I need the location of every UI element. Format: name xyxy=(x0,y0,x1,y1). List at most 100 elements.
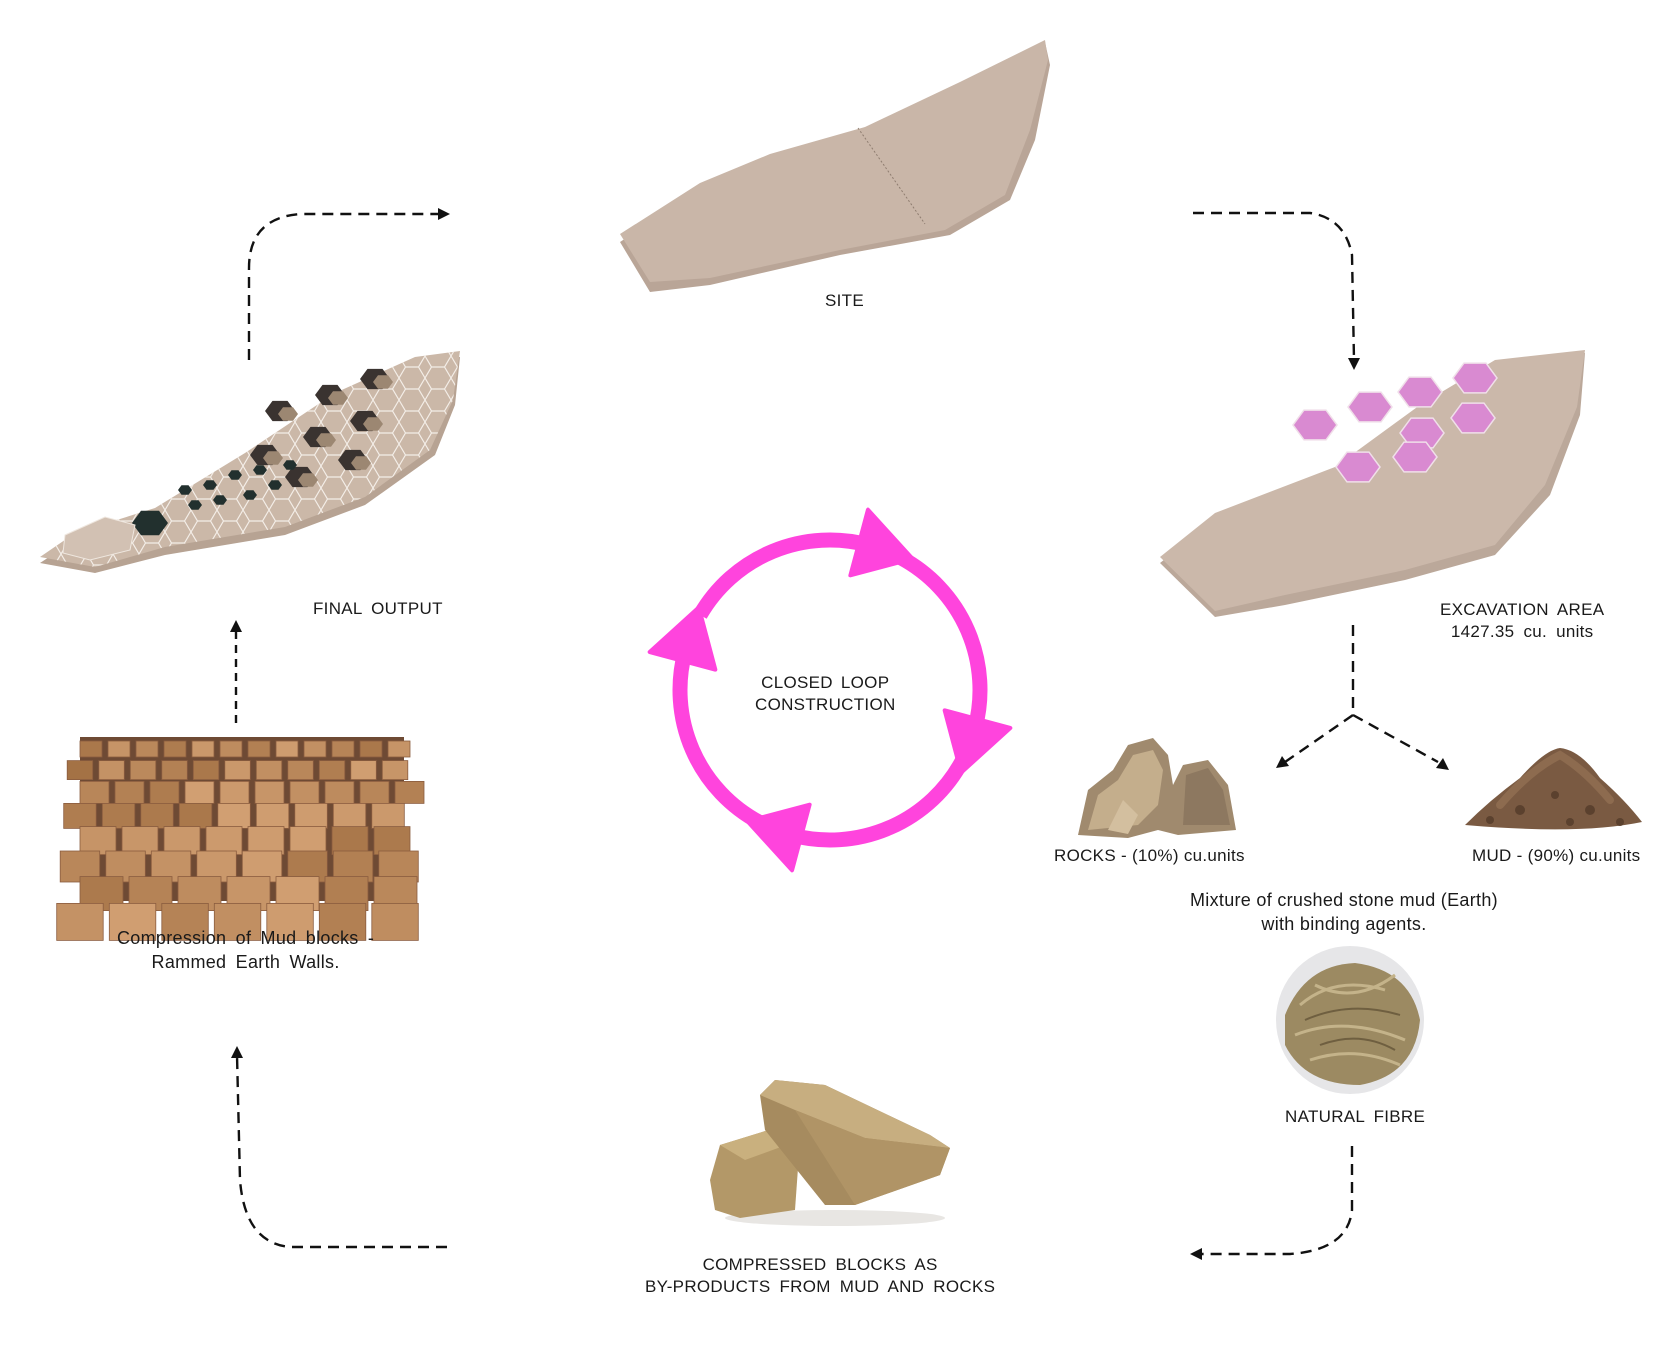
mud-block xyxy=(387,740,411,758)
mud-block xyxy=(108,902,157,941)
mud-block xyxy=(161,760,188,781)
module-block xyxy=(278,407,298,421)
dark-hex-panel xyxy=(188,500,202,510)
mud-block xyxy=(178,803,213,829)
dark-hex-panel xyxy=(283,460,297,470)
closed-loop-line1: CLOSED LOOP xyxy=(761,673,890,692)
mud-block xyxy=(213,902,262,941)
excavation-pit xyxy=(1452,362,1498,394)
mud-block xyxy=(247,740,271,758)
mud-block xyxy=(184,781,215,804)
mud-block xyxy=(192,760,220,781)
mud-block xyxy=(163,826,201,855)
mud-block xyxy=(191,740,215,758)
dark-hex-panel xyxy=(243,490,257,500)
final-output-label: FINAL OUTPUT xyxy=(313,599,443,618)
excavation-pit xyxy=(1450,402,1496,434)
mud-block xyxy=(101,803,136,829)
mud-block xyxy=(332,803,367,829)
mud-block xyxy=(350,760,377,781)
excavation-label: EXCAVATION AREA 1427.35 cu. units xyxy=(1440,599,1604,643)
mud-block xyxy=(163,740,187,758)
mud-block xyxy=(79,781,110,804)
mud-block xyxy=(294,803,328,829)
closed-loop-line2: CONSTRUCTION xyxy=(755,695,896,714)
natural-fibre-image xyxy=(1276,946,1424,1094)
rammed-earth-blocks-image xyxy=(56,737,425,941)
dark-hex-panel xyxy=(253,465,267,475)
large-hex-opening xyxy=(132,510,168,536)
dark-hex-panel xyxy=(228,470,242,480)
site-label: SITE xyxy=(825,291,864,310)
rammed-earth-line1: Compression of Mud blocks - xyxy=(117,928,375,948)
excavation-pit xyxy=(1399,417,1445,449)
mud-block xyxy=(303,740,327,758)
rocks-label: ROCKS - (10%) cu.units xyxy=(1054,846,1245,865)
mud-block xyxy=(217,803,251,829)
loop-arc xyxy=(672,649,764,830)
excavation-pit xyxy=(1397,376,1443,408)
dark-hex-panel xyxy=(268,480,282,490)
mud-block xyxy=(394,781,425,804)
mud-block xyxy=(331,826,369,855)
mud-block xyxy=(98,760,125,781)
mud-block xyxy=(275,740,299,758)
mud-block xyxy=(373,826,411,855)
module-block xyxy=(363,417,383,431)
rammed-earth-line2: Rammed Earth Walls. xyxy=(151,952,340,972)
compressed-blocks-image xyxy=(710,1080,950,1226)
module-block xyxy=(328,391,348,405)
mud-block xyxy=(66,760,94,781)
mud-block xyxy=(324,781,355,804)
rocks-image xyxy=(1078,738,1236,838)
mixture-line1: Mixture of crushed stone mud (Earth) xyxy=(1190,890,1498,910)
mud-block xyxy=(331,740,355,758)
module-block xyxy=(298,473,318,487)
mixture-description: Mixture of crushed stone mud (Earth) wit… xyxy=(1190,888,1498,936)
raised-structure xyxy=(62,516,136,561)
excavation-model xyxy=(1160,350,1585,617)
mud-block xyxy=(381,760,409,781)
final-output-model xyxy=(40,351,460,573)
mud-block xyxy=(359,740,383,758)
dark-hex-panel xyxy=(178,485,192,495)
mud-label: MUD - (90%) cu.units xyxy=(1472,846,1641,865)
closed-loop-cycle-icon xyxy=(647,507,1013,873)
mud-block xyxy=(289,826,327,855)
mud-block xyxy=(359,781,390,804)
dark-hex-panel xyxy=(213,495,227,505)
mud-block xyxy=(247,826,285,855)
mud-block xyxy=(121,826,159,855)
module-block xyxy=(316,433,336,447)
loop-arc xyxy=(896,550,988,731)
loop-arrowhead-icon xyxy=(647,605,718,672)
mud-block xyxy=(140,803,174,829)
mud-block xyxy=(371,902,419,941)
loop-arc xyxy=(693,532,871,619)
dark-hex-panel xyxy=(203,480,217,490)
mud-block xyxy=(254,781,285,804)
loop-arc xyxy=(789,756,970,848)
mud-image xyxy=(1465,748,1642,830)
mud-block xyxy=(129,760,157,781)
mud-block xyxy=(219,781,250,804)
mud-block xyxy=(289,781,320,804)
closed-loop-title: CLOSED LOOP CONSTRUCTION xyxy=(755,672,896,716)
mud-block xyxy=(287,760,314,781)
module-block xyxy=(351,456,371,470)
natural-fibre-label: NATURAL FIBRE xyxy=(1285,1107,1426,1126)
mud-block xyxy=(371,803,405,829)
mixture-line2: with binding agents. xyxy=(1261,914,1427,934)
loop-arrowhead-icon xyxy=(848,507,915,578)
site-model xyxy=(620,40,1050,292)
mud-block xyxy=(149,781,180,804)
mud-block xyxy=(114,781,145,804)
mud-block xyxy=(63,803,97,829)
final-output-modules xyxy=(62,368,393,561)
